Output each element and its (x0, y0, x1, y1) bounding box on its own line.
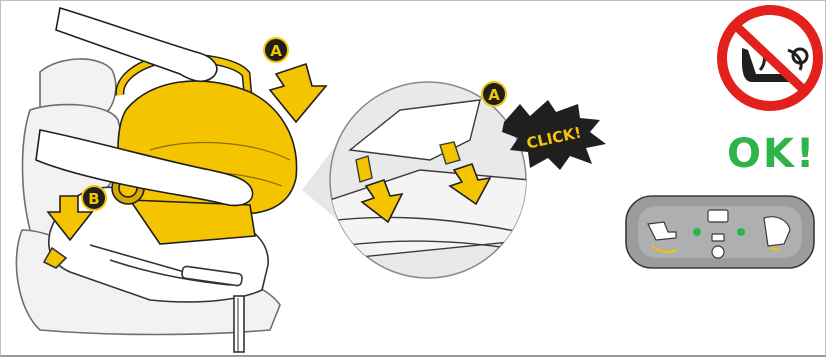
image-frame (0, 0, 826, 357)
instruction-illustration: A B A CLICK! (0, 0, 826, 358)
